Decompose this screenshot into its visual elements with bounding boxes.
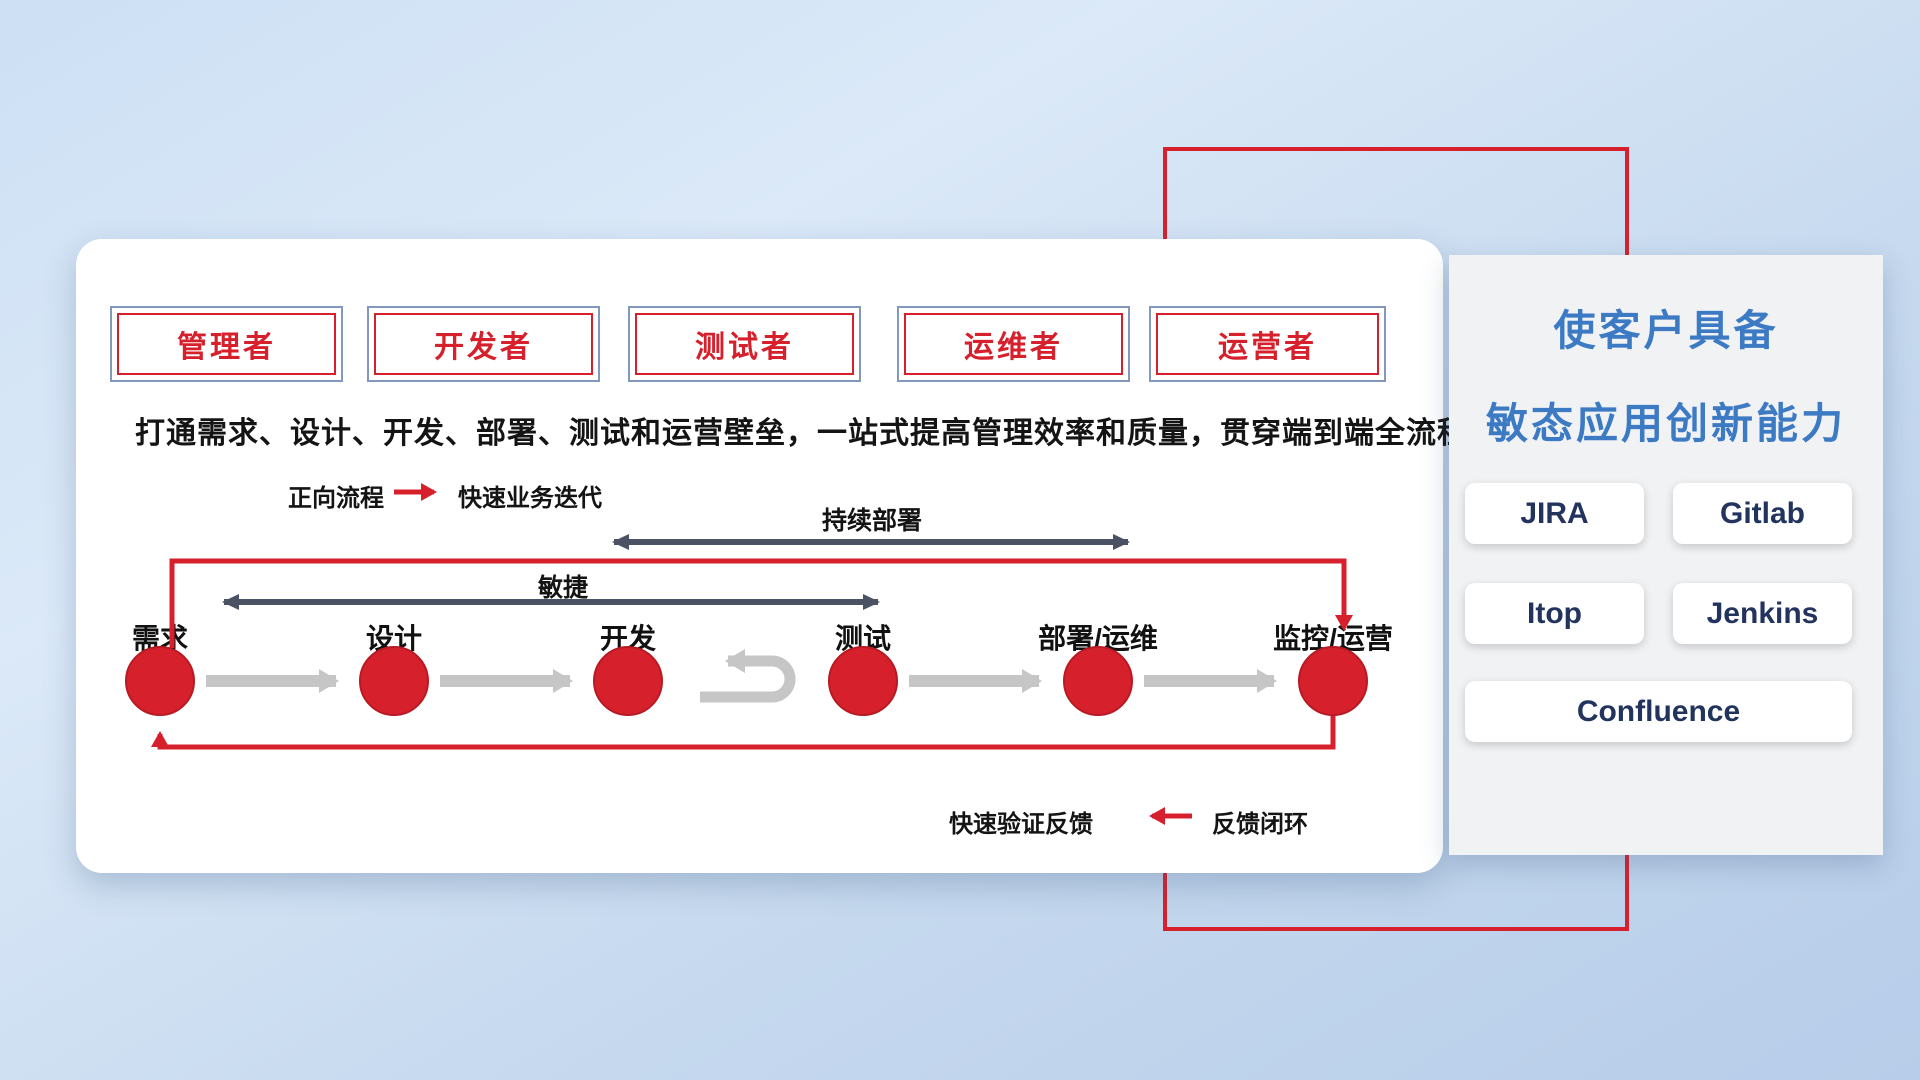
role-box-tester: 测试者 [628,306,861,382]
process-subtitle: 打通需求、设计、开发、部署、测试和运营壁垒，一站式提高管理效率和质量，贯穿端到端… [135,417,1468,450]
tool-button-jira: JIRA [1465,483,1644,544]
role-label: 测试者 [635,313,854,375]
forward-legend-value: 快速业务迭代 [458,485,602,512]
continuous-deploy-label: 持续部署 [821,507,923,535]
stage-label-requirements: 需求 [131,623,189,654]
tool-button-confluence: Confluence [1465,681,1852,742]
stage-label-development: 开发 [599,623,657,654]
role-box-manager: 管理者 [110,306,343,382]
stage-label-monitor-operations: 监控/运营 [1273,623,1393,654]
role-label: 开发者 [374,313,593,375]
role-label: 运营者 [1156,313,1379,375]
feedback-legend-label: 快速验证反馈 [949,811,1093,838]
tool-button-jenkins: Jenkins [1673,583,1852,644]
feedback-legend-value: 反馈闭环 [1212,811,1308,838]
agile-label: 敏捷 [537,574,589,602]
panel-title-line1: 使客户具备 [1553,307,1779,354]
tool-button-gitlab: Gitlab [1673,483,1852,544]
panel-title-line2: 敏态应用创新能力 [1485,400,1846,447]
stage-label-deploy-ops: 部署/运维 [1038,623,1158,654]
tool-button-itop: Itop [1465,583,1644,644]
role-label: 运维者 [904,313,1123,375]
forward-legend-label: 正向流程 [288,485,384,512]
role-label: 管理者 [117,313,336,375]
stage-label-design: 设计 [365,623,423,654]
role-box-developer: 开发者 [367,306,600,382]
role-box-operator: 运营者 [1149,306,1386,382]
capability-panel [1449,255,1883,855]
role-box-ops: 运维者 [897,306,1130,382]
stage-label-testing: 测试 [834,623,892,654]
